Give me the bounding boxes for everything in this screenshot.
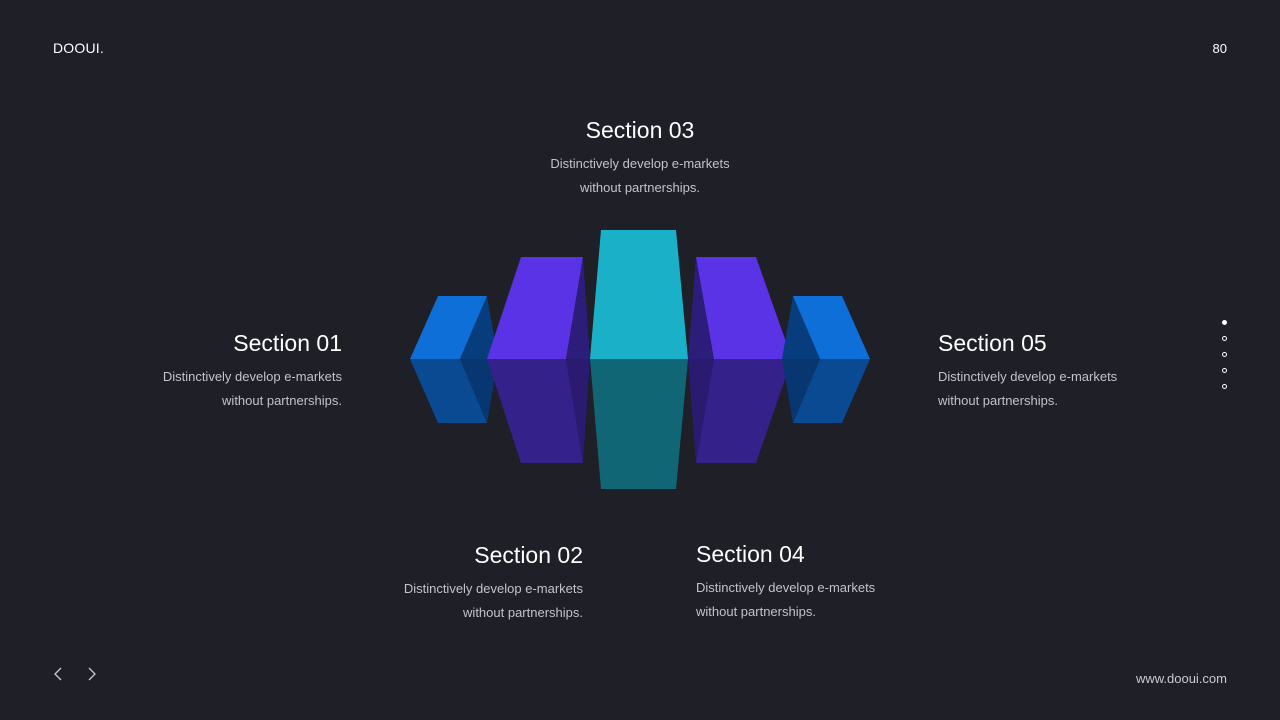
section-04-title: Section 04: [696, 541, 805, 567]
page-number: 80: [1212, 41, 1227, 56]
block-02-side: [566, 257, 590, 359]
next-slide-button[interactable]: [82, 664, 102, 684]
section-04-desc: Distinctively develop e-markets without …: [696, 580, 876, 619]
section-04: Section 04 Distinctively develop e-marke…: [696, 543, 916, 624]
block-01-bottom: [410, 359, 487, 423]
section-03: Section 03 Distinctively develop e-marke…: [540, 119, 740, 200]
block-01-side: [460, 296, 498, 359]
block-05-side: [782, 296, 820, 359]
brand-logo: DOOUI.: [53, 40, 104, 56]
section-05: Section 05 Distinctively develop e-marke…: [938, 332, 1158, 413]
block-05-bottom: [793, 359, 870, 423]
pagination-dot-4[interactable]: [1222, 368, 1227, 373]
pagination-dot-5[interactable]: [1222, 384, 1227, 389]
block-05-side-bottom: [782, 359, 820, 423]
section-05-title: Section 05: [938, 330, 1047, 356]
slide-navigation: [48, 664, 102, 684]
footer-url[interactable]: www.dooui.com: [1135, 671, 1227, 686]
section-02-desc: Distinctively develop e-markets without …: [403, 581, 583, 620]
chevron-right-icon: [88, 667, 96, 681]
block-02-top: [487, 257, 583, 359]
block-04-top: [696, 257, 792, 359]
chevron-left-icon: [54, 667, 62, 681]
block-04-side: [688, 257, 714, 359]
pagination-dot-3[interactable]: [1222, 352, 1227, 357]
prev-slide-button[interactable]: [48, 664, 68, 684]
pagination-dot-2[interactable]: [1222, 336, 1227, 341]
section-01: Section 01 Distinctively develop e-marke…: [140, 332, 342, 413]
block-03-top: [590, 230, 688, 359]
section-05-desc: Distinctively develop e-markets without …: [938, 369, 1118, 408]
section-01-desc: Distinctively develop e-markets without …: [162, 369, 342, 408]
section-03-desc: Distinctively develop e-markets without …: [550, 156, 730, 195]
block-02-bottom: [487, 359, 583, 463]
block-04-side-bottom: [688, 359, 714, 463]
block-02-side-bottom: [566, 359, 590, 463]
block-03-bottom: [590, 359, 688, 489]
section-01-title: Section 01: [233, 330, 342, 356]
block-05-top: [793, 296, 870, 359]
pagination-dot-1[interactable]: [1222, 320, 1227, 325]
block-01-side-bottom: [460, 359, 498, 423]
pagination-dots: [1222, 320, 1227, 389]
section-02-title: Section 02: [474, 542, 583, 568]
section-03-title: Section 03: [585, 117, 695, 143]
section-02: Section 02 Distinctively develop e-marke…: [380, 544, 583, 625]
block-04-bottom: [696, 359, 792, 463]
block-01-top: [410, 296, 487, 359]
